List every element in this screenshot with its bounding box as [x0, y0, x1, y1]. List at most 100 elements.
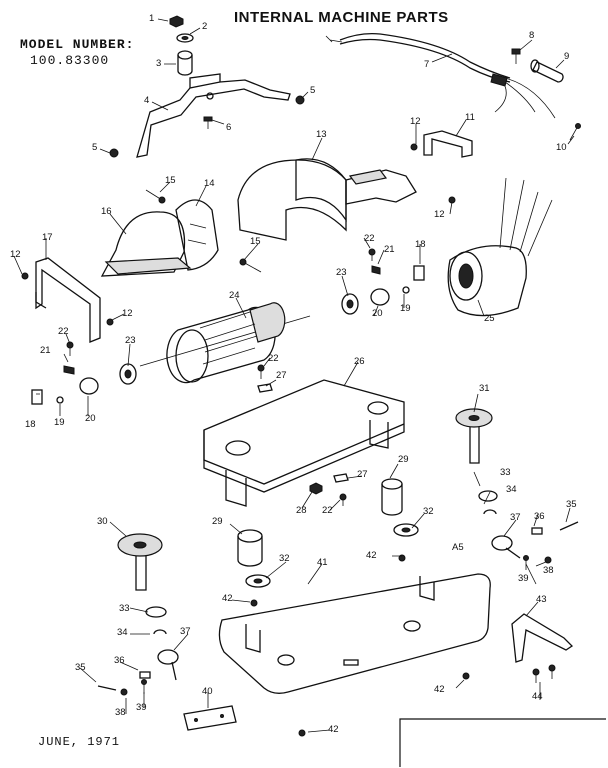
callout-12c: 12	[10, 249, 21, 260]
part-36-spacer-right	[531, 527, 543, 535]
part-34-clip-left	[153, 629, 167, 635]
part-44-screw-b	[548, 664, 556, 679]
callout-35b: 35	[75, 662, 86, 673]
part-17-bracket	[35, 257, 101, 343]
callout-41: 41	[317, 557, 328, 568]
callout-31: 31	[479, 383, 490, 394]
callout-25: 25	[484, 313, 495, 324]
callout-37b: 37	[180, 626, 191, 637]
part-9-strain-relief	[530, 59, 564, 83]
part-39-screw-right	[523, 555, 529, 570]
part-21-clip-right	[371, 265, 381, 275]
part-8-screw	[511, 48, 521, 64]
part-3-bushing	[177, 50, 193, 76]
callout-4: 4	[144, 95, 150, 106]
leader-lines	[13, 18, 575, 733]
part-43-foot-bracket	[511, 613, 574, 663]
callout-22d: 22	[322, 505, 333, 516]
part-2-washer	[176, 33, 194, 43]
callout-36b: 36	[114, 655, 125, 666]
callout-23b: 23	[125, 335, 136, 346]
part-10-screw	[569, 123, 581, 141]
part-23-bearing-left	[119, 363, 137, 385]
callout-36a: 36	[534, 511, 545, 522]
callout-18b: 18	[25, 419, 36, 430]
part-36-spacer-left	[139, 671, 151, 679]
part-19-spring-left	[56, 396, 64, 404]
callout-28: 28	[296, 505, 307, 516]
part-37-crank-left	[157, 649, 179, 681]
callout-42d: 42	[328, 724, 339, 735]
part-32-cam-right	[393, 523, 419, 537]
callout-38a: 38	[543, 565, 554, 576]
part-22-screw-d	[339, 493, 347, 506]
callout-10: 10	[556, 142, 567, 153]
callout-20b: 20	[85, 413, 96, 424]
callout-34b: 34	[117, 627, 128, 638]
part-12-screw-d	[106, 318, 114, 326]
callout-16: 16	[101, 206, 112, 217]
callout-3: 3	[156, 58, 162, 69]
callout-30: 30	[97, 516, 108, 527]
part-22-screw-c	[257, 364, 265, 379]
callout-19a: 19	[400, 303, 411, 314]
callout-22a: 22	[364, 233, 375, 244]
callout-42c: 42	[434, 684, 445, 695]
model-number-value: 100.83300	[30, 53, 110, 68]
part-7-power-cord	[325, 32, 556, 119]
callout-39b: 39	[136, 702, 147, 713]
callout-22c: 22	[268, 353, 279, 364]
callout-42b: 42	[222, 593, 233, 604]
part-38-nut-right	[544, 556, 552, 564]
model-number-label: MODEL NUMBER:	[20, 37, 135, 52]
part-42-screw-b	[250, 599, 258, 607]
part-19-spring-right	[402, 286, 410, 294]
callout-12b: 12	[434, 209, 445, 220]
part-40-plate	[183, 705, 237, 731]
part-42-screw-c	[462, 672, 470, 680]
part-31-gear-shaft	[455, 408, 493, 464]
part-1-nut	[169, 15, 184, 28]
callout-2: 2	[202, 21, 208, 32]
part-15-screw-b	[239, 258, 262, 273]
callout-5b: 5	[92, 142, 98, 153]
part-41-base-plate	[218, 573, 491, 694]
part-38-nut-left	[120, 688, 128, 696]
part-16-end-cover	[100, 211, 192, 277]
part-26-gear-housing	[203, 379, 405, 507]
part-4-top-bracket	[136, 73, 291, 158]
part-22-screw-a	[368, 248, 376, 261]
part-37-crank-right	[491, 535, 521, 559]
callout-7: 7	[424, 59, 430, 70]
callout-27a: 27	[276, 370, 287, 381]
callout-37a: 37	[510, 512, 521, 523]
callout-20a: 20	[372, 308, 383, 319]
callout-40: 40	[202, 686, 213, 697]
callout-8: 8	[529, 30, 535, 41]
callout-a5: A5	[452, 542, 464, 553]
callout-15b: 15	[250, 236, 261, 247]
callout-39a: 39	[518, 573, 529, 584]
part-34-clip-right	[483, 509, 497, 515]
part-18-brush-left	[31, 389, 43, 405]
part-28-nut	[309, 482, 323, 495]
callout-29a: 29	[398, 454, 409, 465]
part-44-screw-a	[532, 668, 540, 683]
callout-44: 44	[532, 691, 543, 702]
part-27-key-a	[257, 383, 273, 393]
part-21-clip-left	[63, 365, 75, 375]
callout-22b: 22	[58, 326, 69, 337]
part-33-washer-right	[478, 490, 498, 502]
callout-21a: 21	[384, 244, 395, 255]
part-23-bearing-right	[341, 293, 359, 315]
callout-23a: 23	[336, 267, 347, 278]
part-29-sleeve-right	[381, 478, 403, 516]
part-18-brush-right	[413, 265, 425, 281]
part-25-motor-field	[447, 177, 553, 317]
callout-43: 43	[536, 594, 547, 605]
part-42-screw-d	[298, 729, 306, 737]
part-6-screw	[203, 116, 213, 129]
callout-17: 17	[42, 232, 53, 243]
callout-29b: 29	[212, 516, 223, 527]
